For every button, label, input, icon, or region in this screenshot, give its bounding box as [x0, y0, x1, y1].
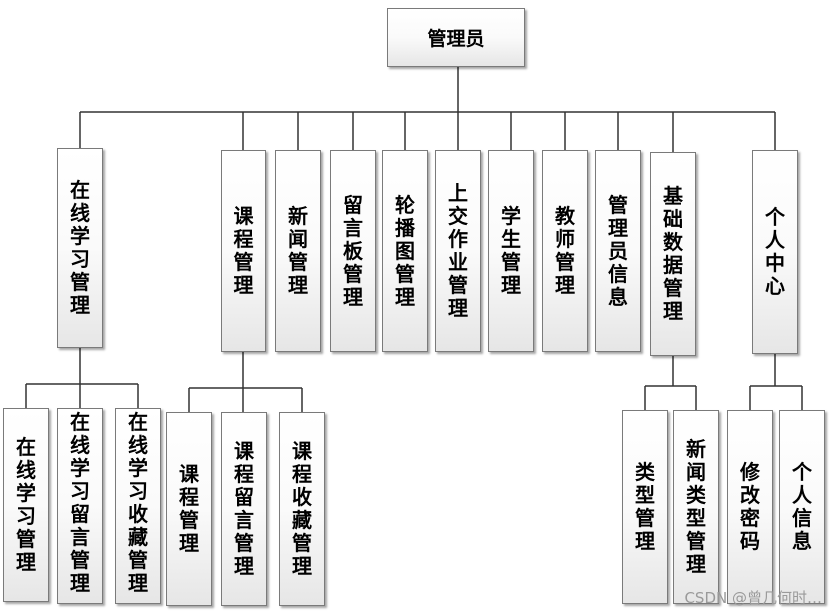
module-admin-info: 管理员信息	[595, 150, 641, 352]
submodule-course-message: 课程留言管理	[221, 412, 267, 606]
submodule-course-management: 课程管理	[166, 412, 212, 606]
module-base-data: 基础数据管理	[650, 152, 696, 356]
module-news-label: 新闻管理	[288, 204, 308, 297]
submodule-online-study-message-label: 在线学习留言管理	[70, 410, 90, 595]
submodule-news-type-management-label: 新闻类型管理	[686, 437, 706, 576]
submodule-change-password: 修改密码	[727, 410, 773, 604]
submodule-online-study-management: 在线学习管理	[3, 408, 49, 602]
module-carousel-label: 轮播图管理	[395, 192, 415, 309]
submodule-personal-info: 个人信息	[779, 410, 825, 604]
submodule-online-study-favorite: 在线学习收藏管理	[115, 408, 161, 604]
submodule-change-password-label: 修改密码	[740, 460, 760, 553]
submodule-personal-info-label: 个人信息	[792, 460, 812, 553]
module-personal-center-label: 个人中心	[765, 205, 785, 298]
module-teacher: 教师管理	[542, 150, 588, 352]
module-homework: 上交作业管理	[435, 150, 481, 352]
submodule-news-type-management: 新闻类型管理	[673, 410, 719, 604]
module-message-board: 留言板管理	[330, 150, 376, 352]
module-message-board-label: 留言板管理	[343, 192, 363, 309]
submodule-course-favorite: 课程收藏管理	[279, 412, 325, 606]
module-student: 学生管理	[488, 150, 534, 352]
root-node-admin: 管理员	[387, 8, 525, 67]
module-news: 新闻管理	[275, 150, 321, 352]
submodule-course-message-label: 课程留言管理	[234, 439, 254, 578]
module-course-label: 课程管理	[233, 204, 254, 297]
submodule-type-management: 类型管理	[622, 410, 668, 604]
module-personal-center: 个人中心	[752, 150, 798, 354]
submodule-online-study-management-label: 在线学习管理	[16, 435, 36, 574]
module-teacher-label: 教师管理	[555, 204, 575, 297]
watermark: CSDN @曾几何时…	[684, 589, 822, 607]
submodule-online-study-favorite-label: 在线学习收藏管理	[128, 410, 148, 595]
module-online-study: 在线学习管理	[57, 148, 103, 348]
module-carousel: 轮播图管理	[382, 150, 428, 352]
module-online-study-label: 在线学习管理	[70, 178, 90, 317]
module-course: 课程管理	[221, 150, 266, 352]
submodule-course-favorite-label: 课程收藏管理	[292, 439, 312, 578]
module-student-label: 学生管理	[501, 204, 521, 297]
module-admin-info-label: 管理员信息	[608, 192, 628, 309]
submodule-course-management-label: 课程管理	[179, 462, 199, 555]
submodule-online-study-message: 在线学习留言管理	[57, 408, 103, 604]
submodule-type-management-label: 类型管理	[635, 460, 655, 553]
module-homework-label: 上交作业管理	[448, 181, 468, 320]
root-node-label: 管理员	[427, 28, 485, 50]
module-base-data-label: 基础数据管理	[663, 184, 683, 323]
